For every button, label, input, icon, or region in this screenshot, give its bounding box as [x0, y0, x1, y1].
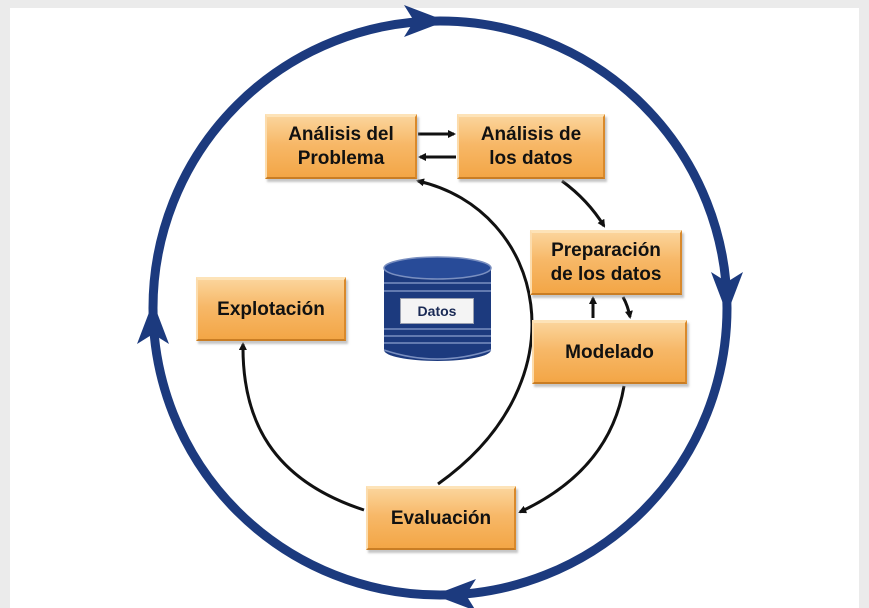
ring-arrowhead-right [711, 272, 743, 314]
ring-arrowhead-top [404, 5, 446, 37]
ring-arrowhead-left [137, 302, 169, 344]
arrow-datos-to-preparacion [561, 179, 606, 228]
step-explotacion: Explotación [196, 277, 346, 341]
arrow-evaluacion-to-problema [416, 178, 534, 486]
step-preparacion-de-los-datos: Preparación de los datos [530, 230, 682, 295]
database-label: Datos [400, 298, 474, 324]
ring-arrowhead-bottom [434, 579, 476, 608]
step-modelado: Modelado [532, 320, 687, 384]
arrow-evaluacion-to-explotacion [238, 342, 365, 512]
step-analisis-de-los-datos: Análisis de los datos [457, 114, 605, 179]
arrow-modelado-to-evaluacion [518, 385, 626, 514]
arrow-preparacion-to-modelado [621, 296, 633, 319]
step-evaluacion: Evaluación [366, 486, 516, 550]
step-analisis-del-problema: Análisis del Problema [265, 114, 417, 179]
